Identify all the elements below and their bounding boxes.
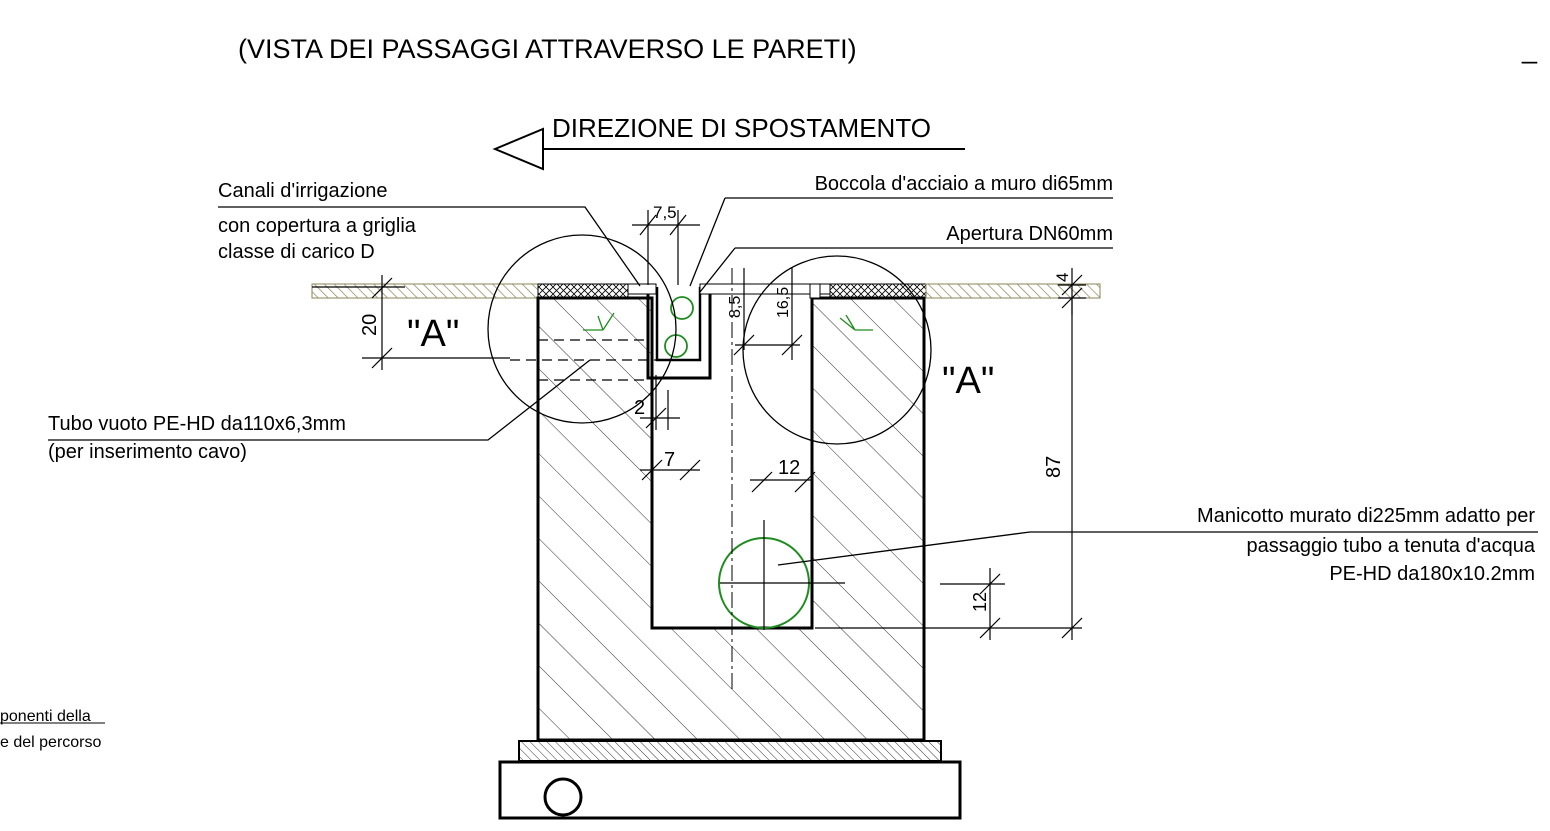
steel-bushing-circle [670, 296, 694, 320]
corner-mark: _ [1521, 34, 1538, 64]
callout-tubo-2: (per inserimento cavo) [48, 441, 247, 463]
left-note-2: e del percorso [0, 734, 101, 751]
leader-lines [48, 197, 1538, 566]
dim-7: 7 [664, 449, 675, 471]
detail-mark-right: "A" [942, 360, 994, 402]
dim-2: 2 [634, 397, 645, 419]
base-slab [518, 740, 942, 762]
dim-8-5: 8,5 [727, 296, 744, 318]
callout-boccola: Boccola d'acciaio a muro di65mm [815, 173, 1113, 195]
callout-canali-3: classe di carico D [218, 241, 375, 263]
dim-20: 20 [359, 314, 381, 336]
detail-circle-left [487, 234, 677, 424]
dim-12-low: 12 [970, 592, 990, 612]
callout-canali-1: Canali d'irrigazione [218, 180, 387, 202]
direction-arrow [492, 127, 965, 171]
dim-4: 4 [1053, 273, 1072, 282]
dim-87: 87 [1043, 456, 1065, 478]
concrete-wall [536, 296, 926, 742]
dim-12-mid: 12 [778, 457, 800, 479]
drawing-title: (VISTA DEI PASSAGGI ATTRAVERSO LE PARETI… [238, 34, 857, 64]
dim-7-5: 7,5 [653, 203, 677, 222]
callout-apertura: Apertura DN60mm [946, 223, 1113, 245]
footing [498, 760, 962, 820]
weld-mark-right [839, 314, 873, 331]
dim-16-5: 16,5 [775, 287, 792, 318]
callout-canali-2: con copertura a griglia [218, 215, 417, 237]
detail-circle-right [742, 255, 932, 445]
dimension-lines [312, 210, 1086, 640]
callout-manicotto-1: Manicotto murato di225mm adatto per [1197, 505, 1535, 527]
left-note-1: ponenti della [0, 708, 91, 725]
callout-manicotto-2: passaggio tubo a tenuta d'acqua [1247, 535, 1536, 557]
weld-mark-left [583, 312, 615, 331]
detail-mark-left: "A" [407, 313, 459, 355]
callout-manicotto-3: PE-HD da180x10.2mm [1329, 563, 1535, 585]
footing-pipe [543, 777, 583, 817]
direction-label: DIREZIONE DI SPOSTAMENTO [552, 113, 931, 143]
callout-tubo-1: Tubo vuoto PE-HD da110x6,3mm [48, 413, 346, 435]
